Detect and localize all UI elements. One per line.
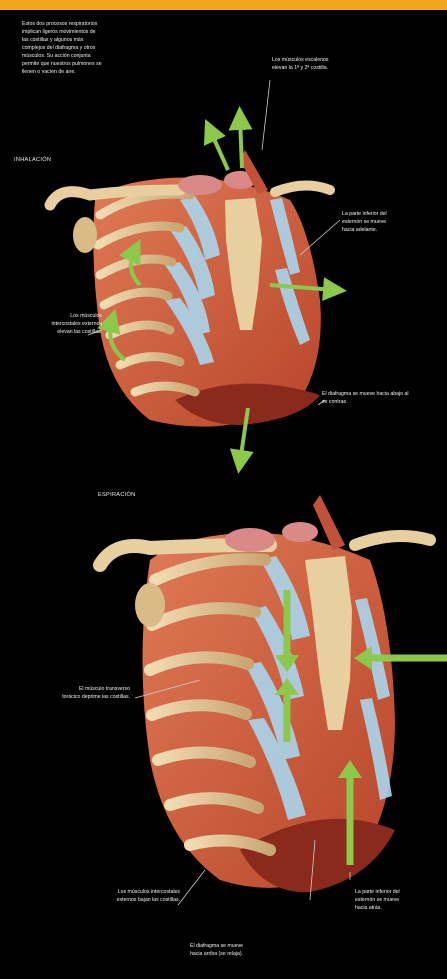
label-intercostales-elevan: Los músculos intercostales externos elev… [22, 312, 102, 336]
label-escalenos: Los músculos escalenos elevan la 1ª y 2ª… [272, 56, 382, 72]
expiration-heading: ESPIRACIÓN [98, 491, 136, 499]
label-transverso: El músculo transverso torácico deprime l… [10, 685, 130, 701]
label-intercostales-bajan: Los músculos intercostales externos baja… [55, 888, 180, 904]
intro-text: Estos dos procesos respiratorios implica… [22, 20, 182, 76]
inhalation-heading: INHALACIÓN [14, 156, 51, 164]
label-diafragma-abajo: El diafragma se mueve hacia abajo al se … [322, 390, 447, 406]
label-esternon-atras: La parte inferior del esternón se mueve … [355, 888, 445, 912]
label-diafragma-arriba: El diafragma se mueve hacia arriba (se r… [190, 942, 300, 958]
label-esternon-adelante: La parte inferior del esternón se mueve … [342, 210, 432, 234]
